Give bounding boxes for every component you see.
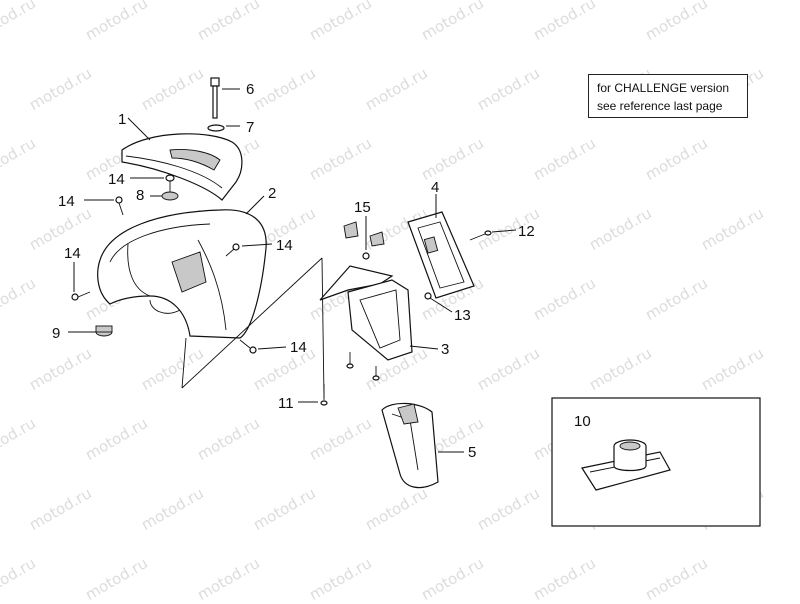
callout-8: 8 [136, 187, 144, 204]
part-13-nut [424, 292, 432, 300]
callout-1: 1 [118, 111, 126, 128]
callout-6: 6 [246, 81, 254, 98]
callout-3: 3 [441, 341, 449, 358]
callout-numbers: 1 2 3 4 5 6 7 8 9 10 11 12 13 14 14 14 1… [52, 81, 591, 461]
part-11-screw [320, 384, 328, 406]
callout-14-a: 14 [108, 171, 125, 188]
callout-15: 15 [354, 199, 371, 216]
part-6-bolt [210, 77, 220, 119]
callout-14-b: 14 [58, 193, 75, 210]
part-12-screw [469, 230, 492, 241]
assembly-lines [181, 257, 325, 399]
callout-2: 2 [268, 185, 276, 202]
callout-14-c: 14 [276, 237, 293, 254]
part-4-plate-frame [407, 211, 475, 299]
callout-5: 5 [468, 444, 476, 461]
screws-group [71, 174, 257, 354]
callout-9: 9 [52, 325, 60, 342]
callout-14-e: 14 [290, 339, 307, 356]
screw-14d [232, 243, 240, 251]
note-line-2: see reference last page [597, 99, 723, 113]
leader-lines [68, 88, 517, 453]
part-1-cowl-cover [121, 133, 243, 201]
callout-14-d: 14 [64, 245, 81, 262]
part-5-mudflap [381, 402, 439, 489]
screw-14b [115, 196, 123, 204]
part-7-washer [207, 124, 225, 132]
challenge-version-note: for CHALLENGE version see reference last… [588, 74, 748, 118]
part-15-bracket [319, 221, 394, 301]
note-line-1: for CHALLENGE version [597, 81, 730, 95]
part-9-rubber-pad [95, 325, 113, 337]
callout-7: 7 [246, 119, 254, 136]
part-3-plate-holder [346, 279, 413, 381]
part-2-rear-fairing [97, 209, 267, 339]
callout-4: 4 [431, 179, 439, 196]
screw-14e [249, 346, 257, 354]
part-8-grommet [161, 191, 179, 201]
part-10-inset [551, 397, 761, 527]
screw-14a [165, 174, 175, 182]
callout-13: 13 [454, 307, 471, 324]
callout-11: 11 [278, 395, 294, 412]
callout-12: 12 [518, 223, 535, 240]
callout-10: 10 [574, 413, 591, 430]
screw-14c [71, 293, 79, 301]
